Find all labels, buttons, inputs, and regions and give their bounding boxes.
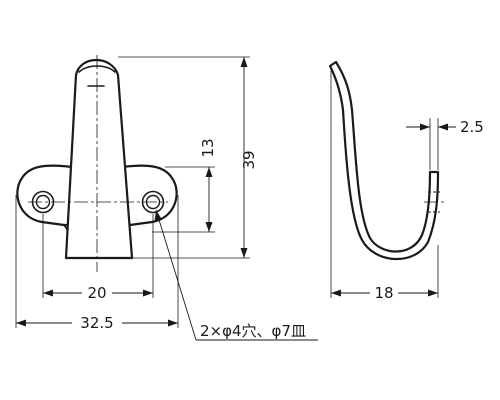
hole-note-leader [155,209,197,341]
side-dimensions: 2.5 18 [330,68,484,302]
arrow-39-bottom [240,248,248,258]
dim-label-13: 13 [199,138,217,157]
arrow-32-left [16,319,26,327]
dim-label-18-bg [370,283,398,301]
arrow-20-left [43,289,53,297]
dim-label-32: 32.5 [80,314,113,332]
hole-note: 2×φ4穴、φ7皿 [200,322,306,340]
dim-label-20-bg [82,283,112,301]
dim-label-18: 18 [374,284,393,302]
arrow-2-5-right [438,123,448,131]
front-view [16,55,178,272]
arrow-13-bottom [205,222,213,232]
arrow-18-right [428,289,438,297]
hole-note-leader-arrow [154,210,162,221]
dim-label-20: 20 [87,284,106,302]
arrow-20-right [143,289,153,297]
side-view [328,60,444,261]
arrow-13-top [205,167,213,177]
arrow-2-5-left [420,123,430,131]
front-dimensions: 39 13 20 32.5 2×φ4穴、φ7皿 [15,56,318,341]
arrow-39-top [240,57,248,67]
front-upright [64,59,134,260]
dim-label-39: 39 [240,150,258,169]
arrow-32-right [168,319,178,327]
dim-label-2-5: 2.5 [460,118,484,136]
side-hook-wire [328,60,440,261]
dim-label-32-bg [72,313,122,331]
arrow-18-left [331,289,341,297]
